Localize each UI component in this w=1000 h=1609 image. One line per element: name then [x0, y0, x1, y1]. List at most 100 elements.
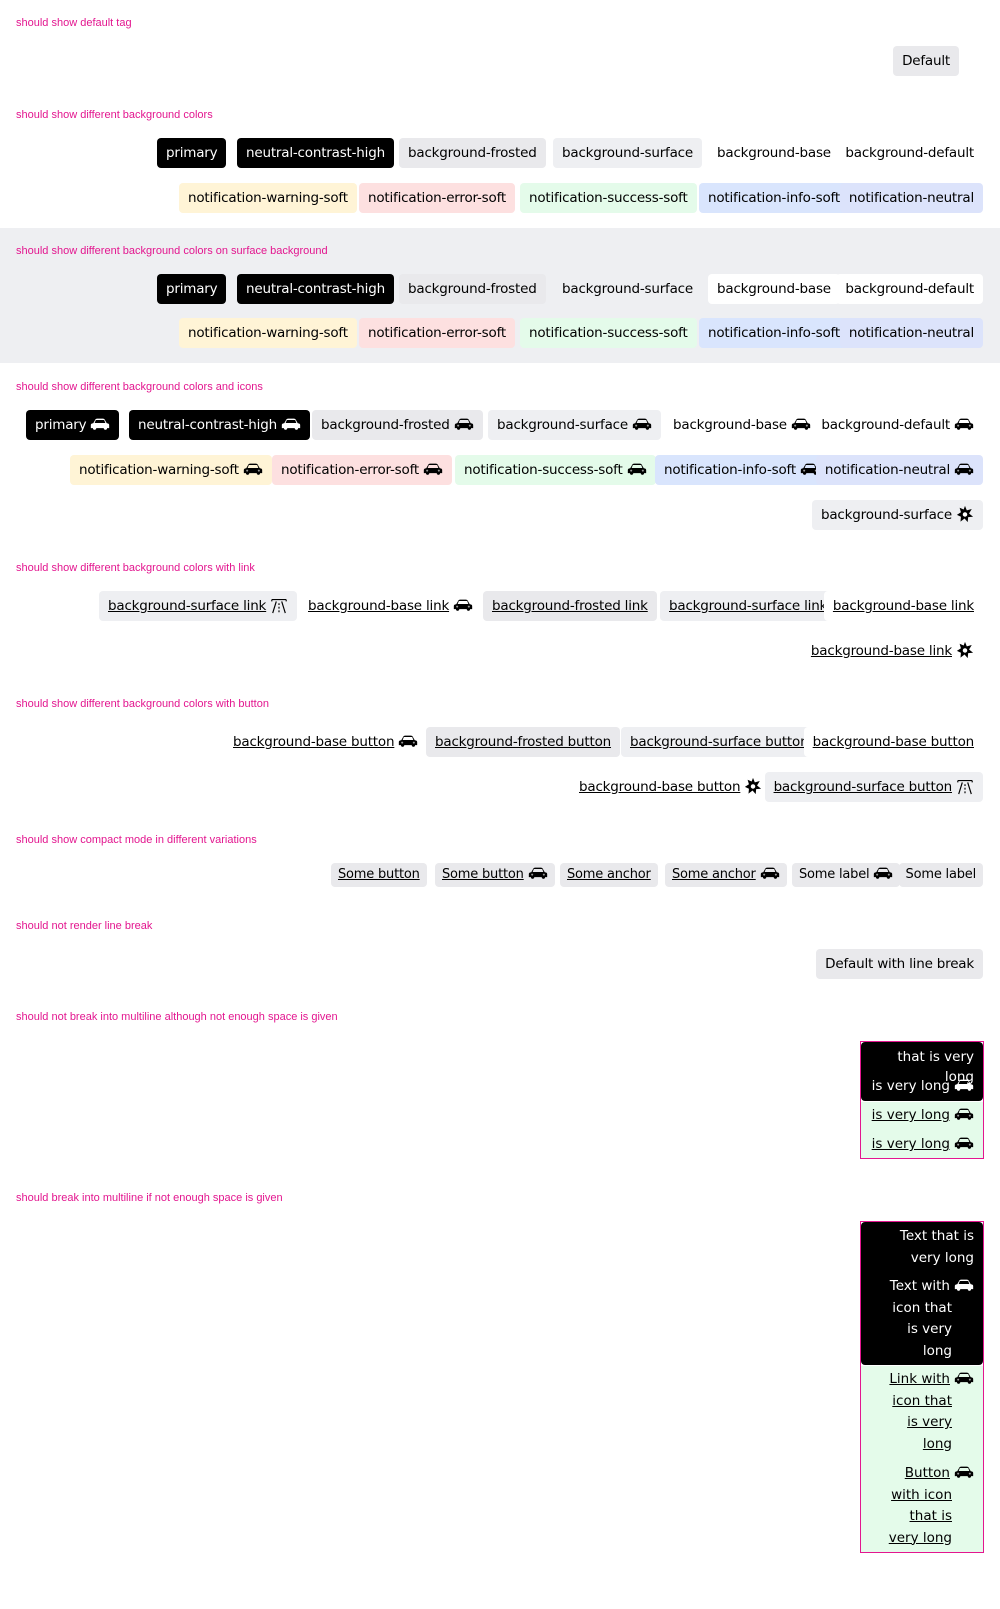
car-icon: [954, 1278, 974, 1292]
tag-neutral-contrast-high: neutral-contrast-high: [237, 138, 394, 168]
tag-background-base: background-base: [708, 274, 840, 304]
tag-notification-warning-soft: notification-warning-soft: [179, 183, 357, 213]
tag-background-surface: background-surface: [553, 138, 703, 168]
car-icon: [528, 866, 548, 880]
success-background: [861, 1102, 983, 1158]
tag-notification-error-soft: notification-error-soft: [359, 318, 515, 348]
tag-notification-warning-soft-with-icon: notification-warning-soft: [70, 455, 272, 485]
tag-background-surface: background-surface: [553, 274, 703, 304]
multiline-text: Text that is very long: [899, 1228, 974, 1266]
tag-notification-success-soft-with-icon: notification-success-soft: [455, 455, 656, 485]
tag-background-base: background-base: [708, 138, 840, 168]
star-burst-icon: [956, 505, 974, 523]
multiline-button-with-icon[interactable]: Button with icon that is very long: [861, 1463, 983, 1549]
link-background-surface-road[interactable]: background-surface link: [99, 591, 298, 621]
car-icon: [453, 598, 473, 612]
tag-default-with-line-break: Default with line break: [816, 949, 983, 979]
tag-background-frosted: background-frosted: [399, 138, 546, 168]
road-icon: [956, 777, 974, 795]
car-icon: [398, 734, 418, 748]
compact-button-with-icon[interactable]: Some button: [435, 863, 555, 887]
nowrap-text-with-icon: is very long: [861, 1076, 983, 1096]
button-background-base-car[interactable]: background-base button: [224, 727, 428, 757]
button-background-base-star[interactable]: background-base button: [570, 772, 772, 802]
section-label-bg-colors: should show different background colors: [16, 109, 213, 121]
tag-notification-info-soft: notification-info-soft: [699, 183, 849, 213]
nowrap-link-with-icon[interactable]: is very long: [861, 1105, 983, 1125]
compact-anchor-with-icon[interactable]: Some anchor: [665, 863, 787, 887]
star-burst-icon: [956, 641, 974, 659]
car-icon: [954, 1078, 974, 1092]
link-background-surface[interactable]: background-surface link: [660, 591, 837, 621]
tag-background-default: background-default: [836, 274, 983, 304]
tag-neutral-contrast-high-with-icon: neutral-contrast-high: [129, 410, 310, 440]
tag-background-surface-with-icon: background-surface: [488, 410, 662, 440]
narrow-container-multiline: Text that is very long Text with icon th…: [860, 1221, 984, 1553]
tag-primary: primary: [157, 138, 227, 168]
section-label-compact: should show compact mode in different va…: [16, 834, 257, 846]
section-label-bg-colors-surface: should show different background colors …: [16, 245, 328, 257]
section-label-bg-colors-button: should show different background colors …: [16, 698, 269, 710]
car-icon: [632, 417, 652, 431]
road-icon: [270, 596, 288, 614]
compact-button[interactable]: Some button: [331, 863, 427, 887]
car-icon: [954, 1371, 974, 1385]
tag-notification-success-soft: notification-success-soft: [520, 183, 697, 213]
tag-background-default-with-icon: background-default: [812, 410, 983, 440]
star-burst-icon: [744, 777, 762, 795]
car-icon: [627, 462, 647, 476]
nowrap-button-with-icon[interactable]: is very long: [861, 1134, 983, 1154]
tag-notification-neutral-with-icon: notification-neutral: [815, 455, 983, 485]
car-icon: [243, 462, 263, 476]
nowrap-text: that is very long: [897, 1049, 974, 1085]
tag-notification-info-soft-with-icon: notification-info-soft: [655, 455, 829, 485]
car-icon: [90, 417, 110, 431]
tag-notification-neutral: notification-neutral: [839, 318, 983, 348]
section-label-bg-colors-icons: should show different background colors …: [16, 381, 263, 393]
link-background-base[interactable]: background-base link: [823, 591, 983, 621]
link-background-base-star[interactable]: background-base link: [801, 636, 983, 666]
link-background-base-car[interactable]: background-base link: [299, 591, 483, 621]
car-icon: [791, 417, 811, 431]
tag-background-surface-with-star-icon: background-surface: [811, 500, 983, 530]
car-icon: [954, 1136, 974, 1150]
car-icon: [954, 1107, 974, 1121]
car-icon: [760, 866, 780, 880]
button-background-frosted[interactable]: background-frosted button: [426, 727, 621, 757]
tag-notification-error-soft-with-icon: notification-error-soft: [272, 455, 452, 485]
button-background-surface[interactable]: background-surface button: [621, 727, 818, 757]
section-label-multiline: should break into multiline if not enoug…: [16, 1192, 283, 1204]
tag-primary: primary: [157, 274, 227, 304]
car-icon: [423, 462, 443, 476]
car-icon: [954, 462, 974, 476]
narrow-container-no-wrap: that is very long is very long is very l…: [860, 1041, 984, 1159]
tag-background-default: background-default: [836, 138, 983, 168]
car-icon: [954, 1465, 974, 1479]
tag-black-clipped: [861, 1042, 983, 1101]
car-icon: [454, 417, 474, 431]
tag-default: Default: [893, 46, 959, 76]
tag-notification-error-soft: notification-error-soft: [359, 183, 515, 213]
tag-background-base-with-icon: background-base: [664, 410, 820, 440]
multiline-link-with-icon[interactable]: Link with icon that is very long: [861, 1369, 983, 1455]
link-background-frosted[interactable]: background-frosted link: [483, 591, 657, 621]
success-background: [861, 1366, 983, 1552]
button-background-base[interactable]: background-base button: [803, 727, 983, 757]
car-icon: [873, 866, 893, 880]
car-icon: [281, 417, 301, 431]
tag-notification-success-soft: notification-success-soft: [520, 318, 697, 348]
tag-notification-neutral: notification-neutral: [839, 183, 983, 213]
tag-notification-warning-soft: notification-warning-soft: [179, 318, 357, 348]
tag-black-multiline: [861, 1222, 983, 1365]
multiline-text-with-icon: Text with icon that is very long: [861, 1276, 983, 1362]
compact-label-with-icon: Some label: [792, 863, 901, 887]
compact-label: Some label: [898, 863, 983, 887]
section-label-no-line-break: should not render line break: [16, 920, 153, 932]
compact-anchor[interactable]: Some anchor: [560, 863, 658, 887]
car-icon: [954, 417, 974, 431]
tag-background-frosted: background-frosted: [399, 274, 546, 304]
tag-notification-info-soft: notification-info-soft: [699, 318, 849, 348]
tag-neutral-contrast-high: neutral-contrast-high: [237, 274, 394, 304]
button-background-surface-road[interactable]: background-surface button: [764, 772, 983, 802]
tag-background-frosted-with-icon: background-frosted: [312, 410, 483, 440]
